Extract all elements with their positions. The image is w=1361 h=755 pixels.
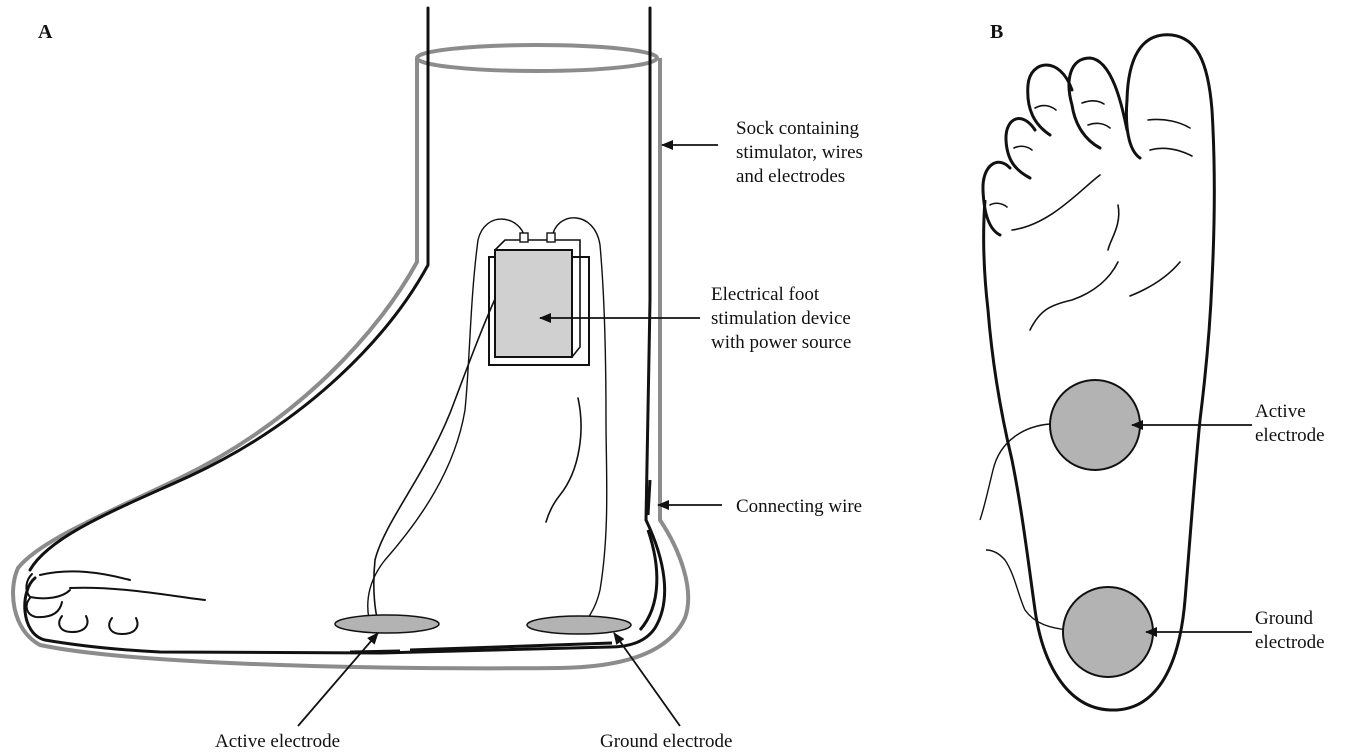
sole-creases — [990, 101, 1192, 330]
toe-3 — [59, 616, 87, 632]
wire-segment-4 — [350, 651, 400, 652]
sock-label-line-3: and electrodes — [736, 166, 845, 187]
sock-label-line-1: Sock containing — [736, 118, 859, 139]
ground-electrode-label: Ground electrode — [600, 731, 732, 750]
active-electrode-arrow — [298, 633, 378, 726]
ground-electrode-sole — [1063, 587, 1153, 677]
panel-b: B — [980, 21, 1325, 710]
toe-2-sole — [1069, 58, 1127, 148]
leg-back-line — [646, 8, 650, 520]
toes — [26, 571, 205, 634]
toe-crease-1 — [40, 571, 130, 580]
arch-crease-2 — [1130, 262, 1180, 296]
big-toe — [26, 574, 70, 598]
device-terminal-left — [520, 233, 528, 242]
active-electrode-label: Active electrode — [215, 731, 340, 750]
panel-a: A — [13, 8, 863, 750]
sock-opening — [417, 45, 657, 71]
toe-2-crease-2 — [1088, 123, 1110, 128]
ankle-bone-line — [546, 398, 581, 522]
arch-crease-1 — [1108, 205, 1119, 250]
ground-electrode-arrow — [614, 633, 680, 726]
arch-line — [1030, 262, 1118, 330]
wire-label: Connecting wire — [736, 496, 862, 517]
device-label-line-3: with power source — [711, 332, 851, 353]
wire-segment-2 — [640, 530, 657, 630]
sock-label-line-2: stimulator, wires — [736, 142, 863, 163]
sock-outline — [13, 45, 688, 668]
device-terminal-right — [547, 233, 555, 242]
toe-4 — [109, 618, 137, 634]
panel-b-letter: B — [990, 21, 1003, 43]
active-electrode-side — [335, 615, 439, 633]
device-label-line-2: stimulation device — [711, 308, 851, 329]
active-sole-label-line-1: Active — [1255, 401, 1306, 422]
toe-3-sole — [1028, 65, 1072, 135]
ankle-inner-line — [374, 288, 500, 628]
ball-crease — [1012, 175, 1100, 230]
toe-5-sole — [983, 162, 1010, 235]
active-electrode-sole — [1050, 380, 1140, 470]
stimulator-device — [489, 233, 589, 365]
toe-crease-2 — [70, 588, 205, 600]
device-battery — [495, 250, 572, 357]
sole-toes — [983, 58, 1140, 235]
big-toe-crease-1 — [1148, 119, 1190, 128]
leg-front-line — [30, 8, 428, 570]
toe-2 — [27, 598, 62, 617]
big-toe-inner — [1126, 100, 1140, 158]
toe-2-crease-1 — [1082, 101, 1104, 104]
active-sole-label-line-2: electrode — [1255, 425, 1325, 446]
big-toe-crease-2 — [1150, 148, 1192, 156]
toe-3-crease — [1035, 106, 1056, 110]
device-label-line-1: Electrical foot — [711, 284, 820, 305]
toe-4-crease — [1014, 146, 1032, 150]
toe-5-crease — [990, 203, 1007, 207]
wire-segment-1 — [648, 480, 650, 515]
ground-sole-label-line-1: Ground — [1255, 608, 1314, 629]
panel-a-letter: A — [38, 21, 53, 43]
ground-electrode-side — [527, 616, 631, 634]
ground-sole-label-line-2: electrode — [1255, 632, 1325, 653]
